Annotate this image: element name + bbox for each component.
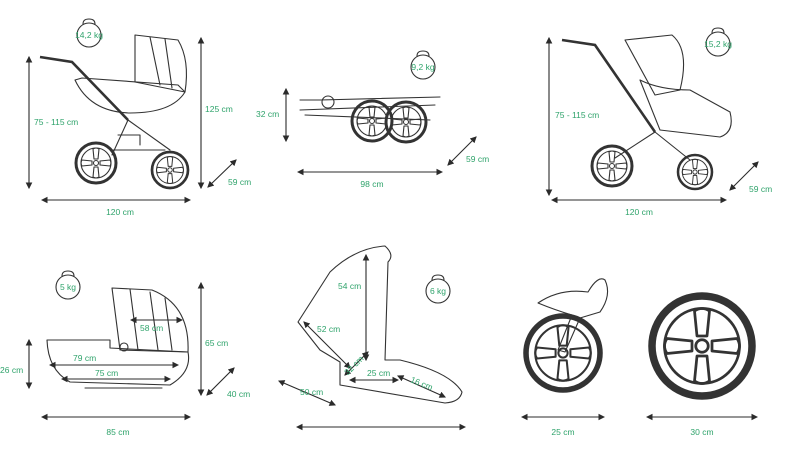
- stroller-handle-height: 75 - 115 cm: [555, 110, 599, 120]
- pram-length: 120 cm: [106, 207, 134, 217]
- seat-weight: 6 kg: [430, 286, 446, 296]
- panel-wheels: 25 cm 30 cm: [520, 278, 759, 437]
- carrycot-height: 65 cm: [205, 338, 228, 348]
- pram-weight: 14,2 kg: [75, 30, 103, 40]
- carrycot-width: 40 cm: [227, 389, 250, 399]
- seat-depth: 32 cm: [342, 354, 365, 377]
- folded-illustration: [299, 95, 441, 144]
- carrycot-inner-length-bottom: 75 cm: [95, 368, 118, 378]
- folded-width: 59 cm: [466, 154, 489, 164]
- weight-icon: 14,2 kg: [75, 18, 103, 48]
- carrycot-inner-height: 58 cm: [140, 323, 163, 333]
- seat-backrest-height: 54 cm: [338, 281, 361, 291]
- seat-backrest-length: 52 cm: [317, 324, 340, 334]
- pram-width: 59 cm: [228, 177, 251, 187]
- weight-icon: 6 kg: [425, 274, 451, 304]
- folded-height: 32 cm: [256, 109, 279, 119]
- front-wheel-size: 25 cm: [551, 427, 574, 437]
- rear-wheel-size: 30 cm: [690, 427, 713, 437]
- seat-illustration: [297, 245, 463, 404]
- stroller-length: 120 cm: [625, 207, 653, 217]
- carrycot-weight: 5 kg: [60, 282, 76, 292]
- seat-outer-width: 50 cm: [300, 387, 323, 397]
- panel-folded: 9,2 kg 32 cm 98 cm 59 cm: [256, 50, 489, 189]
- weight-icon: 5 kg: [55, 270, 81, 300]
- folded-weight: 9,2 kg: [411, 62, 434, 72]
- stroller-width: 59 cm: [749, 184, 772, 194]
- panel-pram: 14,2 kg 75 - 115 cm 125 cm 120 cm 59 cm: [25, 18, 251, 217]
- carrycot-side-height: 26 cm: [0, 365, 23, 375]
- dim-line-folded-width: [447, 136, 477, 166]
- dim-line-carrycot-width: [206, 367, 235, 396]
- stroller-weight: 15,2 kg: [704, 39, 732, 49]
- dim-line-width: [207, 159, 237, 188]
- dim-line-seat-outer-width: [277, 380, 337, 406]
- rear-wheel-illustration: [652, 296, 752, 396]
- stroller-illustration: [561, 34, 732, 191]
- panel-carrycot: 5 kg 58 cm 79 cm 75 cm 26 cm 65 cm 85 cm…: [0, 270, 250, 437]
- seat-width: 25 cm: [367, 368, 390, 378]
- folded-length: 98 cm: [360, 179, 383, 189]
- panel-stroller: 15,2 kg 75 - 115 cm 120 cm 59 cm: [545, 27, 772, 217]
- panel-seat: 6 kg 54 cm 52 cm 32 cm 25 cm 16 cm 50 cm: [277, 245, 467, 431]
- weight-icon: 9,2 kg: [410, 50, 436, 80]
- pram-total-height: 125 cm: [205, 104, 233, 114]
- dim-line-stroller-width: [729, 161, 759, 191]
- front-wheel-illustration: [526, 278, 609, 390]
- dim-line-footrest: [396, 375, 447, 398]
- pram-illustration: [39, 34, 190, 190]
- pram-handle-height: 75 - 115 cm: [34, 117, 78, 127]
- carrycot-length: 85 cm: [106, 427, 129, 437]
- seat-footrest: 16 cm: [409, 374, 434, 392]
- weight-icon: 15,2 kg: [704, 27, 732, 57]
- dim-line-seat-depth: [344, 351, 369, 376]
- carrycot-inner-length-top: 79 cm: [73, 353, 96, 363]
- dim-line-backrest-length: [303, 321, 351, 369]
